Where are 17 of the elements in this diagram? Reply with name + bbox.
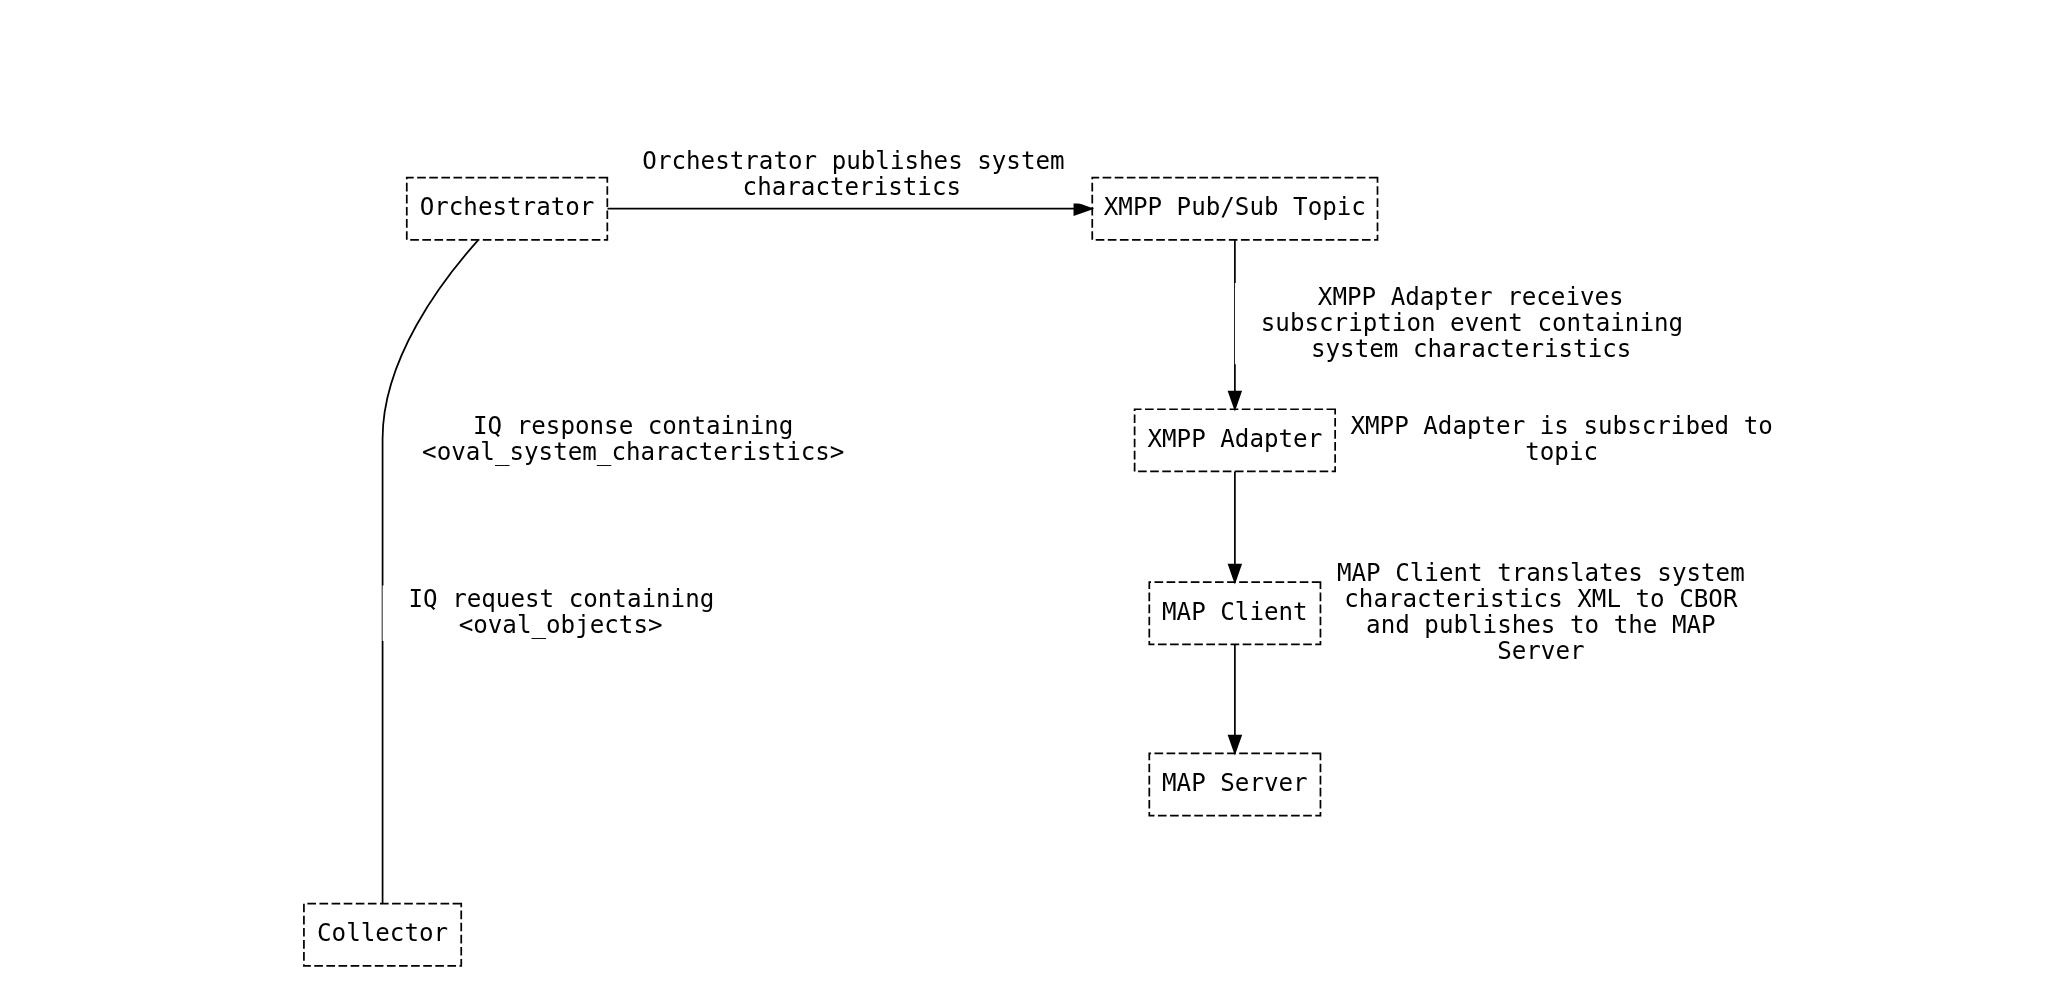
node-box: Orchestrator [405, 176, 608, 241]
connector [381, 239, 479, 905]
node-label: XMPP Adapter is subscribed to topic [1349, 411, 1773, 466]
label: IQ response containing <oval_system_characteristics> [421, 411, 844, 466]
node-label: MAP Client translates system characteristics XML to CBOR and publishes to the MAP Server [1336, 558, 1745, 665]
arrow [1227, 644, 1242, 756]
arrow [1227, 470, 1242, 585]
edge-label: XMPP Adapter receives subscription event containing system characteristics [1260, 283, 1683, 363]
node-box: Collector [302, 902, 462, 967]
node-box: XMPP Pub/Sub Topic [1090, 176, 1378, 241]
node-box: XMPP Adapter [1133, 408, 1336, 473]
node-box: MAP Client [1147, 581, 1321, 646]
edge-label: Orchestrator publishes system characteristics [641, 147, 1065, 202]
arrow [1227, 239, 1242, 412]
arrow [606, 201, 1094, 216]
node-box: MAP Server [1147, 752, 1321, 817]
edge-label: IQ request containing <oval_objects> [408, 584, 714, 639]
